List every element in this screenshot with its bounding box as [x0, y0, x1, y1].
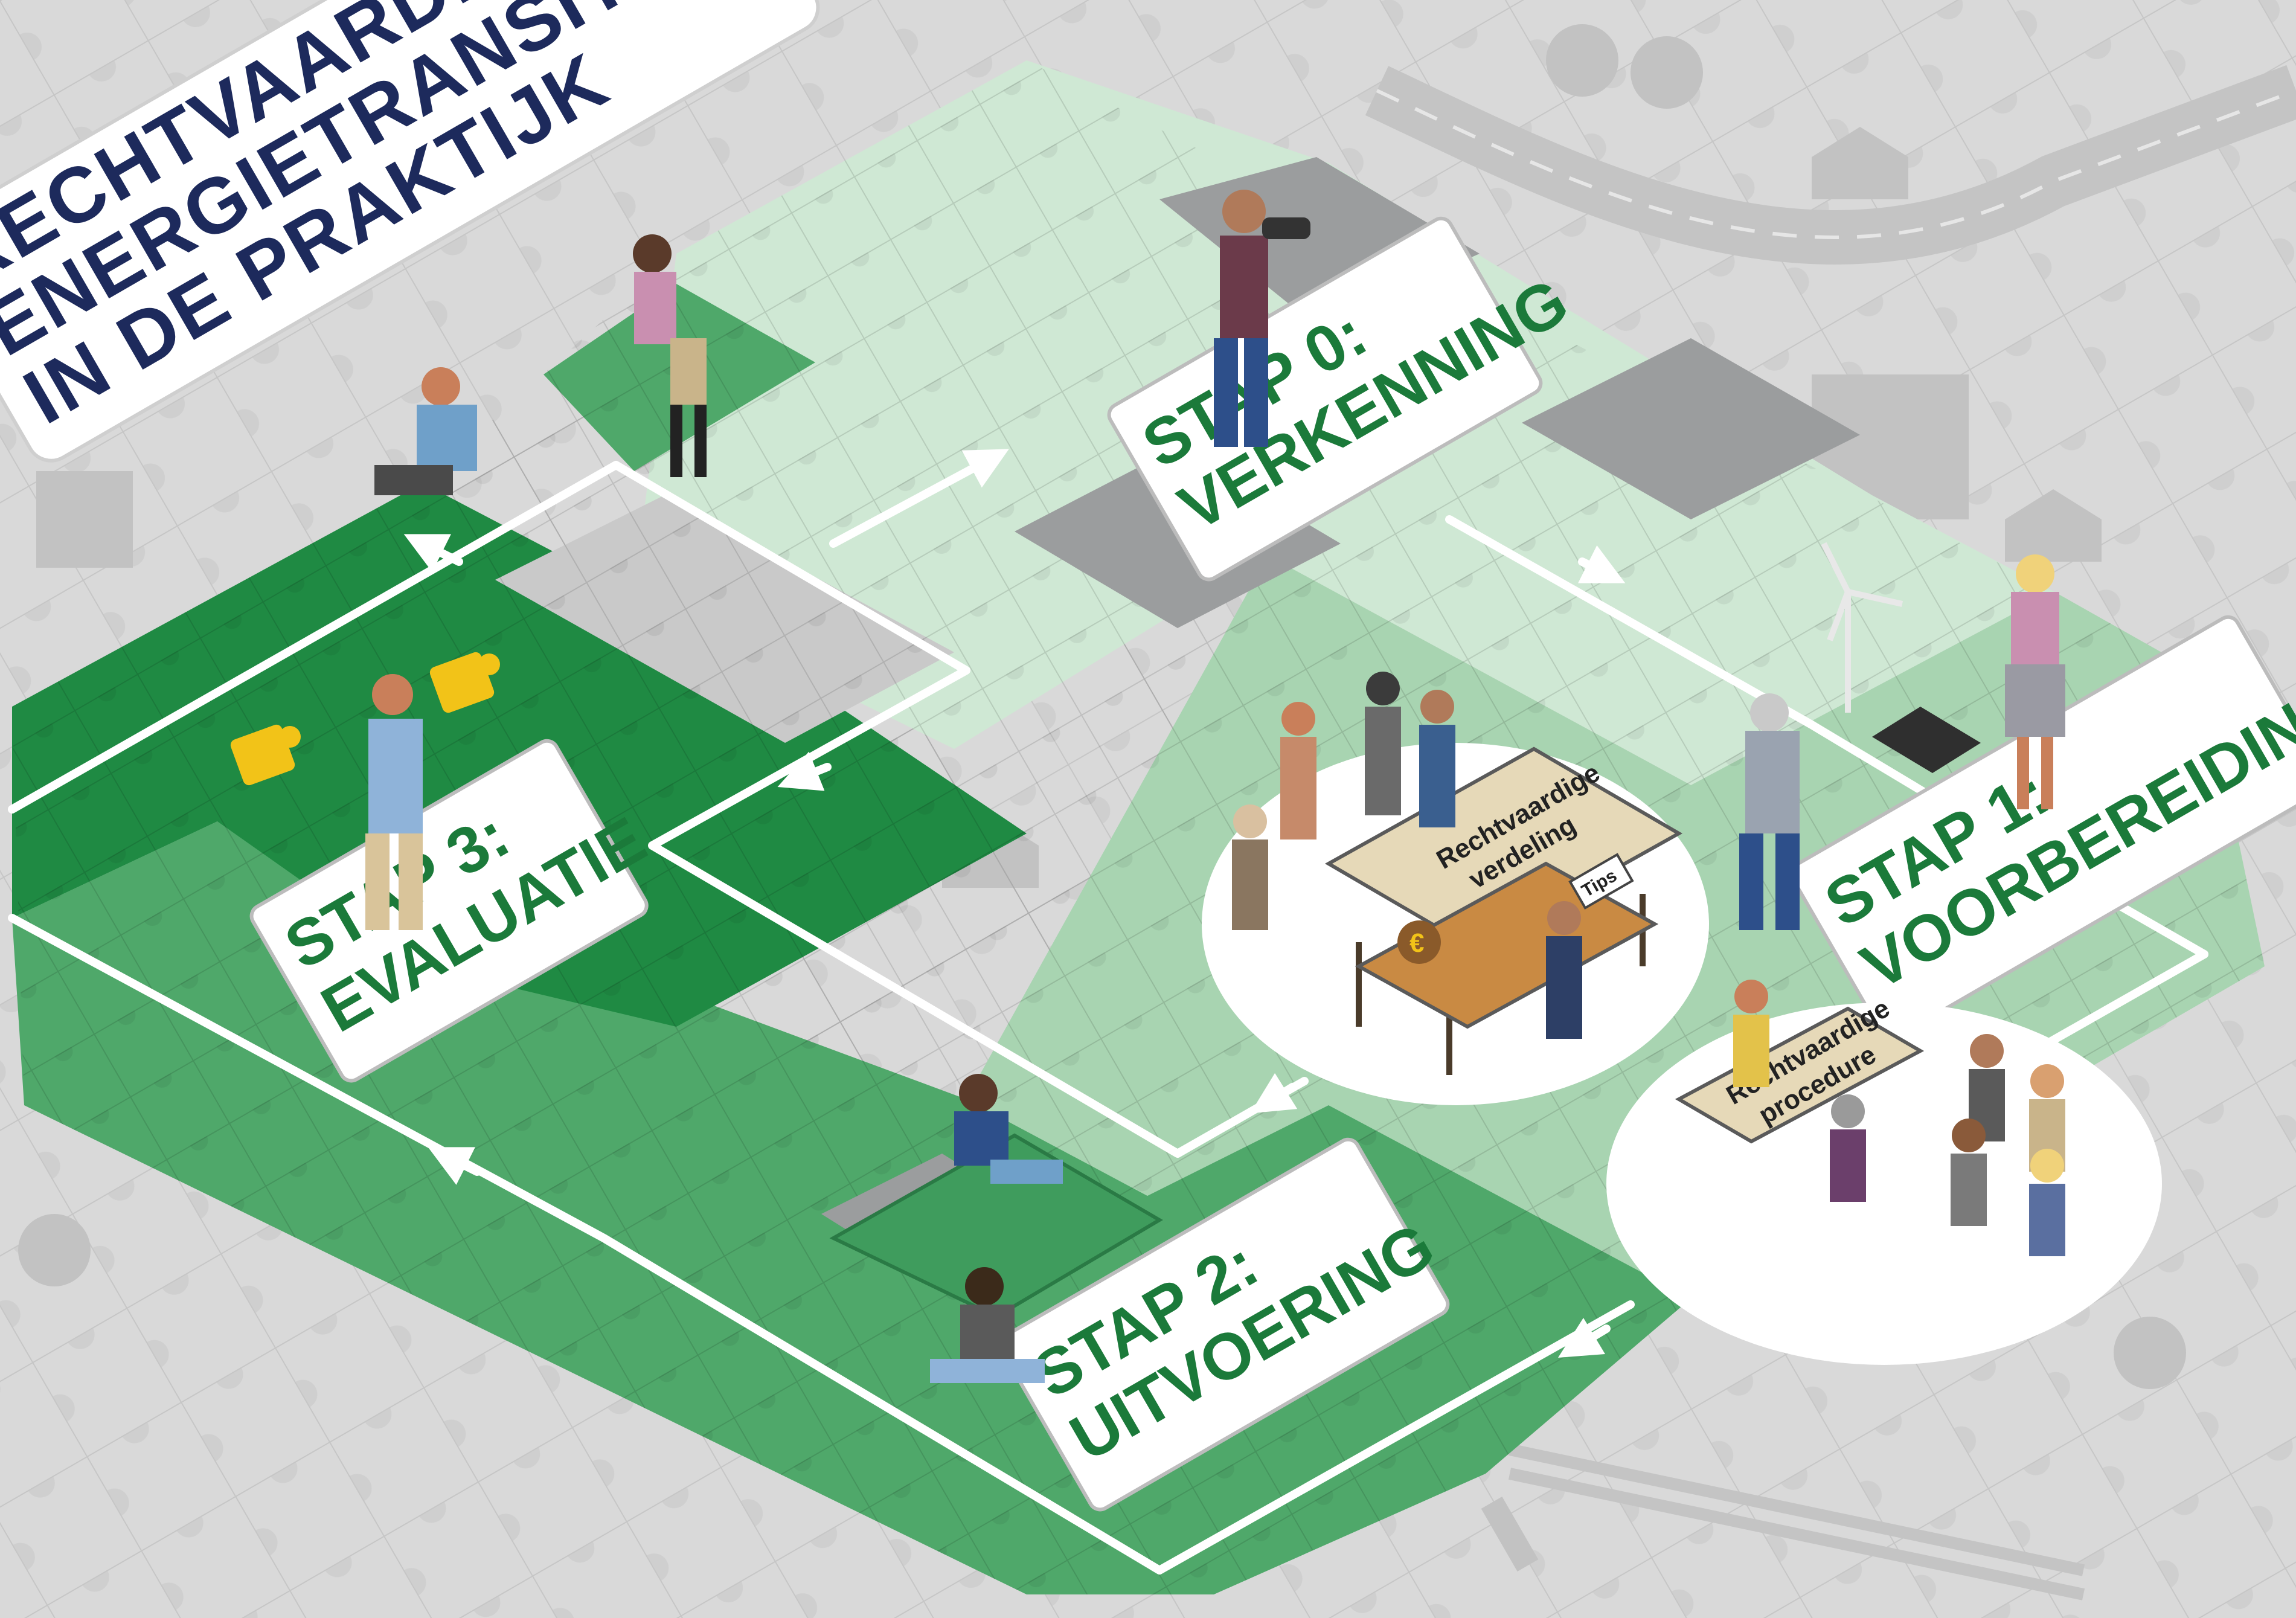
- step-card: [998, 1137, 1450, 1512]
- path-arrow: [1250, 1073, 1298, 1114]
- money-bag-icon: €: [1397, 920, 1441, 964]
- meeting-table: [1675, 1006, 1925, 1144]
- person-icon: [1232, 804, 1268, 930]
- person-icon: [2029, 1149, 2065, 1256]
- lifted-puzzle-piece: [829, 1133, 1163, 1319]
- person-sitting: [930, 1267, 1045, 1383]
- path-arrow: [1557, 1317, 1611, 1358]
- person-with-clipboard: [633, 234, 707, 477]
- person-icon: [1830, 1094, 1866, 1202]
- svg-text:€: €: [1409, 928, 1424, 958]
- step-card: [1107, 216, 1543, 582]
- person-kneeling: [374, 367, 477, 495]
- path-arrow: [777, 751, 832, 791]
- path-arrow: [1578, 545, 1626, 583]
- rail-track-icon: [1508, 1443, 2085, 1576]
- missing-piece-slot: [1522, 338, 1860, 519]
- stall-table: [1355, 861, 1659, 1029]
- title-card: [0, 0, 820, 463]
- binoculars-icon: [1262, 217, 1310, 239]
- rail-track-icon: [1481, 1497, 1539, 1571]
- puzzle-piece-icon: [429, 652, 500, 713]
- path-arrow: [428, 1147, 481, 1185]
- tree-icon: [1546, 24, 1618, 97]
- step-card: [1789, 615, 2296, 1041]
- building-icon: [36, 471, 133, 568]
- puzzle-piece-icon: [230, 724, 301, 786]
- person-with-wind-turbine: [1739, 542, 1903, 930]
- person-lifting-piece: [954, 1074, 1063, 1184]
- person-with-binoculars: [1214, 190, 1310, 447]
- house-icon: [1812, 127, 1908, 199]
- characters: [230, 190, 2065, 1383]
- path-arrow: [403, 534, 463, 572]
- person-holding-puzzle: [365, 674, 423, 930]
- person-icon: [1419, 690, 1455, 827]
- solar-panel-icon: [1872, 707, 1981, 773]
- house-icon: [2005, 489, 2102, 562]
- tree-icon: [2114, 1317, 2186, 1389]
- stall-awning: [1324, 746, 1683, 951]
- person-icon: [1733, 980, 1769, 1087]
- person-thinking: [2005, 554, 2065, 809]
- person-icon: [1951, 1119, 1987, 1226]
- person-icon: [1546, 901, 1582, 1039]
- person-icon: [1365, 672, 1401, 815]
- person-icon: [1280, 702, 1316, 839]
- path-segment: [8, 914, 1635, 1575]
- tree-icon: [18, 1214, 91, 1286]
- tree-icon: [1631, 36, 1703, 109]
- scene-meeting: Rechtvaardige procedure: [1606, 980, 2162, 1365]
- scene-market-stall: Rechtvaardige verdeling € Tips: [1202, 672, 1709, 1105]
- path-segment: [829, 449, 1009, 548]
